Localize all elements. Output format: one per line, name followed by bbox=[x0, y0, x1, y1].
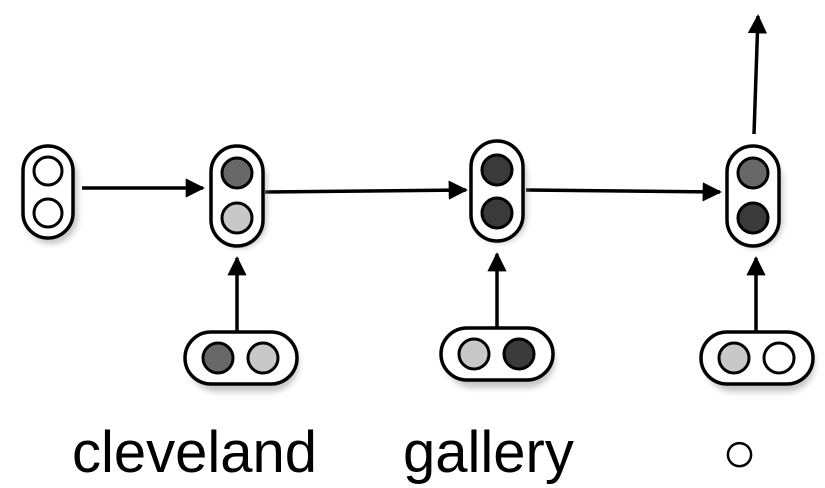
unit bbox=[717, 341, 751, 375]
hidden-state-h1 bbox=[209, 144, 267, 248]
unit bbox=[220, 156, 254, 190]
hidden-state-h3 bbox=[725, 144, 783, 248]
hidden-state-h2 bbox=[469, 139, 527, 243]
unit bbox=[480, 153, 514, 187]
arrow-h3-output bbox=[747, 14, 768, 135]
unit bbox=[201, 341, 235, 375]
unit bbox=[32, 197, 64, 229]
hidden-state-h0 bbox=[21, 144, 78, 244]
unit bbox=[220, 201, 254, 235]
input-vector-x3 bbox=[699, 330, 815, 392]
unit bbox=[762, 341, 796, 375]
unit bbox=[736, 201, 770, 235]
unit bbox=[457, 337, 491, 371]
arrows bbox=[82, 14, 768, 334]
unit bbox=[246, 341, 280, 375]
input-vector-x1 bbox=[183, 330, 299, 392]
unit bbox=[480, 196, 514, 230]
word-end-token: ○ bbox=[722, 420, 758, 485]
word-cleveland: cleveland bbox=[72, 420, 318, 485]
arrow-h2-to-h3 bbox=[525, 182, 722, 202]
unit bbox=[736, 156, 770, 190]
arrow-h1-to-h2 bbox=[264, 180, 468, 200]
unit bbox=[32, 155, 64, 187]
word-gallery: gallery bbox=[403, 420, 574, 485]
unit bbox=[502, 337, 536, 371]
input-vector-x2 bbox=[439, 326, 555, 388]
